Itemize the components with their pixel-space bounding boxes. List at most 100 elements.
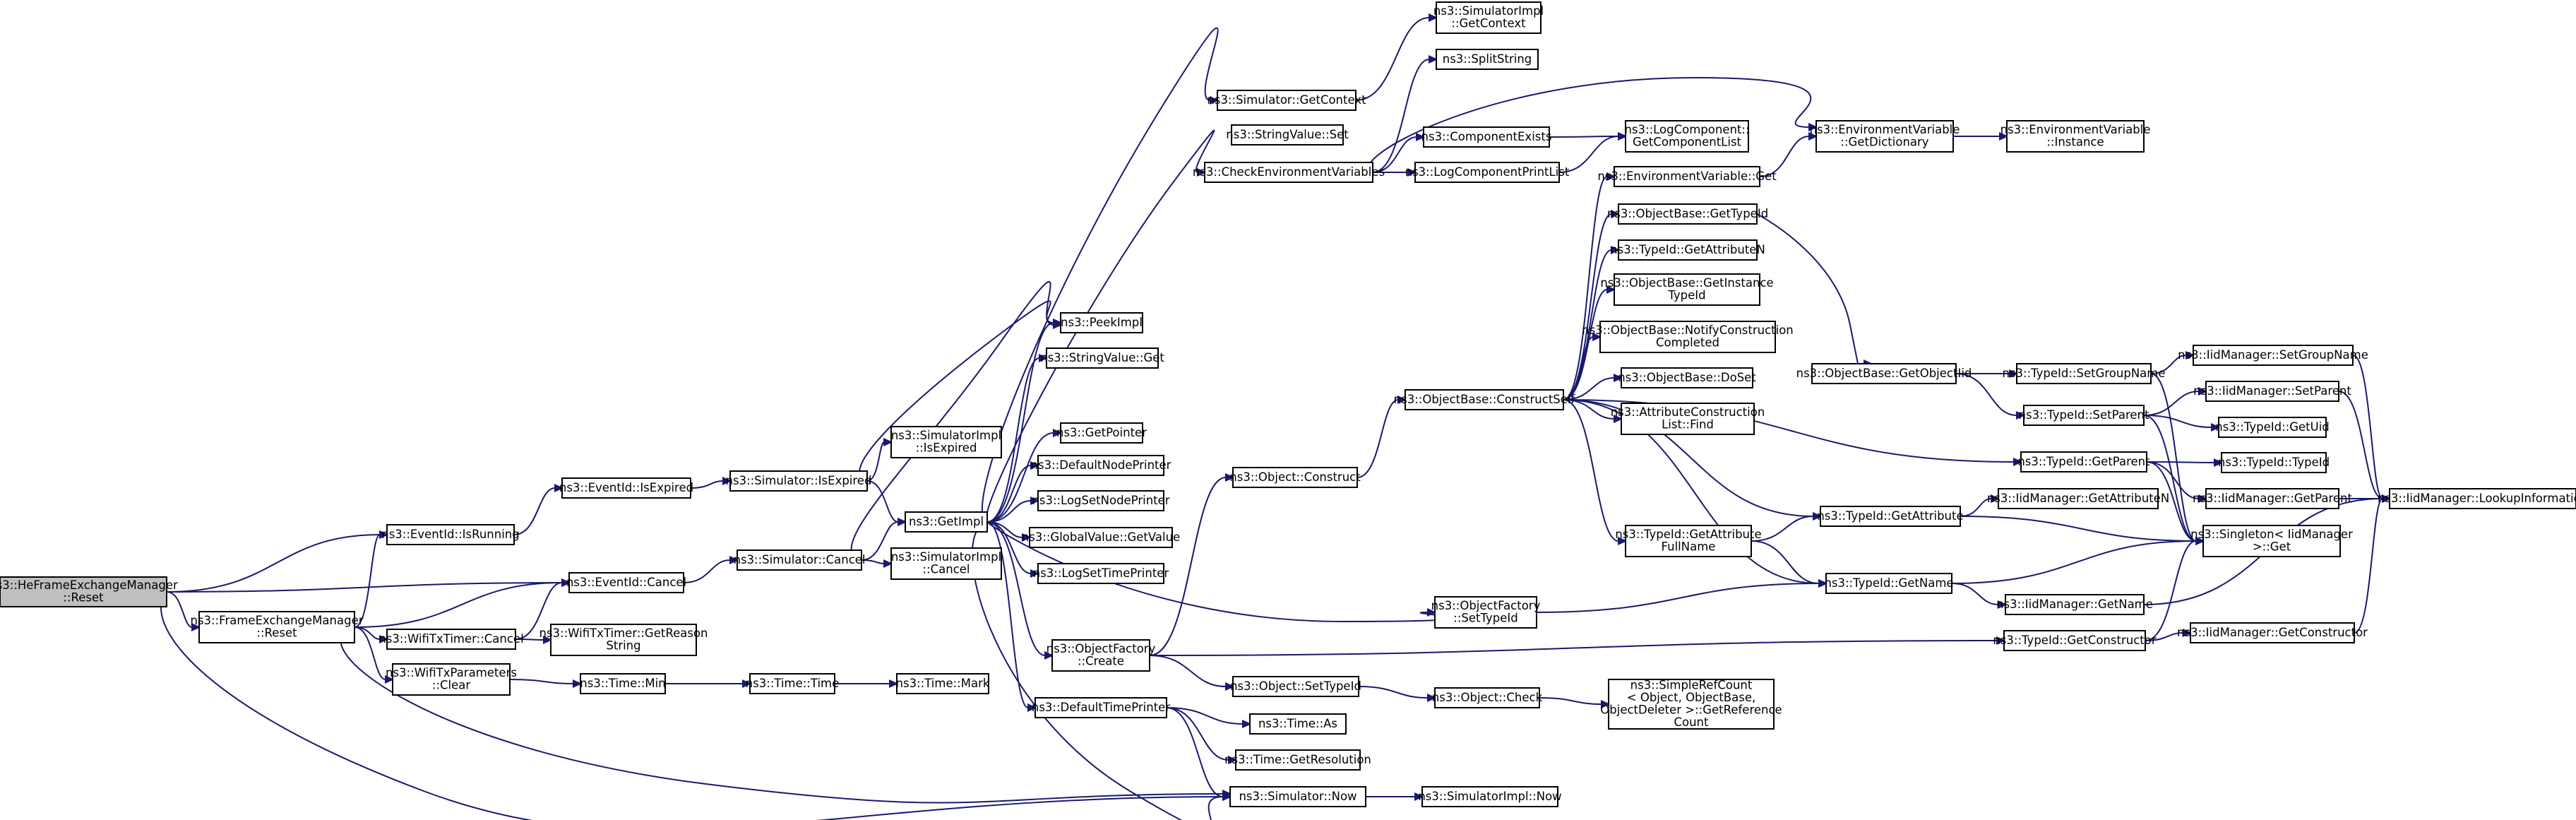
node-logsetnodeprinter[interactable]: ns3::LogSetNodePrinter — [1032, 490, 1170, 511]
node-objectfactory-create[interactable]: ns3::ObjectFactory::Create — [1046, 639, 1156, 672]
node-iidmanager-lookupinformation[interactable]: ns3::IidManager::LookupInformation — [2378, 488, 2576, 509]
node-box — [1037, 455, 1164, 476]
node-iidmanager-getconstructor[interactable]: ns3::IidManager::GetConstructor — [2177, 622, 2368, 643]
node-logcomponent-getlist[interactable]: ns3::LogComponent::GetComponentList — [1624, 120, 1750, 153]
node-wifitxparams-clear[interactable]: ns3::WifiTxParameters::Clear — [386, 663, 517, 696]
edge-line — [986, 432, 1054, 523]
node-ev-cancel[interactable]: ns3::EventId::Cancel — [566, 572, 686, 593]
node-object-settypeid[interactable]: ns3::Object::SetTypeId — [1230, 676, 1361, 697]
node-objectbase-getobjectiid[interactable]: ns3::ObjectBase::GetObjectIid — [1796, 363, 1972, 384]
node-wifitxtimer-cancel[interactable]: ns3::WifiTxTimer::Cancel — [378, 629, 524, 650]
node-typeid-setparent[interactable]: ns3::TypeId::SetParent — [2019, 405, 2149, 426]
node-simimpl-cancel[interactable]: ns3::SimulatorImpl::Cancel — [890, 547, 1002, 580]
node-box — [1599, 321, 1776, 353]
node-typeid-getuid[interactable]: ns3::TypeId::GetUid — [2215, 417, 2330, 438]
node-typeid-setgroupname[interactable]: ns3::TypeId::SetGroupName — [2002, 363, 2166, 384]
node-simimpl-getcontext[interactable]: ns3::SimulatorImpl::GetContext — [1433, 1, 1544, 34]
node-label: ns3::IidManager::GetParent — [2193, 492, 2353, 505]
node-typeid-getname[interactable]: ns3::TypeId::GetName — [1824, 573, 1954, 594]
node-envvar-get[interactable]: ns3::EnvironmentVariable::Get — [1597, 166, 1777, 187]
node-label: ns3::EventId::IsRunning — [381, 528, 519, 541]
edge-line — [866, 480, 899, 523]
node-getpointer[interactable]: ns3::GetPointer — [1056, 422, 1147, 444]
edge-object-check-to-simplerefcount-getrefcount — [1539, 697, 1611, 709]
node-sim-isexpired[interactable]: ns3::Simulator::IsExpired — [726, 470, 872, 492]
node-typeid-typeid[interactable]: ns3::TypeId::TypeId — [2218, 452, 2330, 473]
node-label: ns3::Time::GetResolution — [1224, 753, 1371, 766]
node-defaulttimeprinter[interactable]: ns3::DefaultTimePrinter — [1032, 697, 1170, 718]
node-typeid-getparent[interactable]: ns3::TypeId::GetParent — [2017, 451, 2150, 473]
node-iidmanager-getname[interactable]: ns3::IidManager::GetName — [1996, 594, 2153, 615]
edge-line — [1563, 336, 1594, 400]
node-typeid-getattribute[interactable]: ns3::TypeId::GetAttribute — [1817, 506, 1964, 527]
edge-arrowhead — [1039, 353, 1049, 363]
edge-arrowhead — [1606, 172, 1616, 182]
edge-line — [1563, 399, 1820, 584]
edge-arrowhead — [1044, 650, 1054, 660]
node-iidmanager-setparent[interactable]: ns3::IidManager::SetParent — [2193, 381, 2351, 402]
edge-time-time-to-time-mark — [834, 679, 899, 689]
node-time-getresolution[interactable]: ns3::Time::GetResolution — [1224, 749, 1371, 771]
node-fem-reset[interactable]: ns3::FrameExchangeManager::Reset — [190, 611, 364, 643]
node-label: ns3::ObjectBase::ConstructSelf — [1394, 393, 1576, 406]
edge-line — [981, 27, 1219, 523]
node-typeid-getattributen[interactable]: ns3::TypeId::GetAttributeN — [1610, 239, 1765, 261]
node-time-min[interactable]: ns3::Time::Min — [580, 673, 666, 694]
node-time-mark[interactable]: ns3::Time::Mark — [896, 673, 990, 694]
node-objectbase-doset[interactable]: ns3::ObjectBase::DoSet — [1618, 367, 1756, 388]
node-logsettimeprinter[interactable]: ns3::LogSetTimePrinter — [1033, 563, 1169, 584]
node-object-construct[interactable]: ns3::Object::Construct — [1229, 467, 1361, 488]
node-defaultnodeprinter[interactable]: ns3::DefaultNodePrinter — [1031, 455, 1171, 476]
node-stringvalue-set[interactable]: ns3::StringValue::Set — [1226, 124, 1349, 145]
node-envvar-instance[interactable]: ns3::EnvironmentVariable::Instance — [2000, 120, 2151, 153]
node-peekimpl[interactable]: ns3::PeekImpl — [1060, 312, 1143, 333]
node-singleton-get[interactable]: ns3::Singleton< IidManager>::Get — [2190, 525, 2353, 557]
edge-arrowhead — [1618, 536, 1628, 546]
node-sim-now[interactable]: ns3::Simulator::Now — [1229, 786, 1366, 807]
node-label: ns3::GetPointer — [1056, 426, 1147, 439]
node-checkenvvars[interactable]: ns3::CheckEnvironmentVariables — [1193, 162, 1385, 183]
node-label: ns3::AttributeConstruction — [1611, 405, 1765, 419]
node-object-check[interactable]: ns3::Object::Check — [1432, 687, 1543, 708]
edge-arrowhead — [1397, 395, 1407, 405]
node-time-as[interactable]: ns3::Time::As — [1249, 713, 1347, 735]
node-splitstring[interactable]: ns3::SplitString — [1436, 49, 1539, 70]
node-stringvalue-get[interactable]: ns3::StringValue::Get — [1040, 347, 1164, 369]
node-simimpl-now[interactable]: ns3::SimulatorImpl::Now — [1418, 786, 1562, 807]
node-root[interactable]: ns3::HeFrameExchangeManager::Reset — [0, 576, 178, 607]
node-getimpl[interactable]: ns3::GetImpl — [905, 511, 988, 533]
node-simimpl-isexpired[interactable]: ns3::SimulatorImpl::IsExpired — [890, 426, 1002, 458]
node-iidmanager-getattributen[interactable]: ns3::IidManager::GetAttributeN — [1987, 488, 2169, 509]
edge-arrowhead — [385, 675, 395, 684]
edge-arrowhead — [2214, 458, 2224, 468]
node-box — [1423, 126, 1550, 148]
node-objectbase-gettypeid[interactable]: ns3::ObjectBase::GetTypeId — [1607, 203, 1768, 225]
node-componentexists[interactable]: ns3::ComponentExists — [1421, 126, 1552, 148]
node-ev-isexpired[interactable]: ns3::EventId::IsExpired — [559, 477, 693, 499]
edge-arrowhead — [1614, 373, 1623, 383]
node-label: GetComponentList — [1633, 136, 1742, 149]
node-ev-isrunning[interactable]: ns3::EventId::IsRunning — [381, 524, 520, 545]
node-box — [2020, 451, 2147, 473]
node-typeid-getconstructor[interactable]: ns3::TypeId::GetConstructor — [1993, 630, 2157, 651]
edge-line — [1372, 136, 1417, 173]
node-globalvalue-getvalue[interactable]: ns3::GlobalValue::GetValue — [1022, 527, 1180, 548]
node-sim-cancel[interactable]: ns3::Simulator::Cancel — [733, 549, 866, 571]
node-simplerefcount-getrefcount[interactable]: ns3::SimpleRefCount< Object, ObjectBase,… — [1600, 679, 1782, 730]
node-envvar-getdictionary[interactable]: ns3::EnvironmentVariable::GetDictionary — [1810, 120, 1960, 153]
node-objectfactory-settypeid[interactable]: ns3::ObjectFactory::SetTypeId — [1431, 596, 1541, 629]
node-iidmanager-setgroupname[interactable]: ns3::IidManager::SetGroupName — [2178, 345, 2368, 366]
node-objectbase-constructself[interactable]: ns3::ObjectBase::ConstructSelf — [1394, 389, 1576, 410]
node-sim-getcontext[interactable]: ns3::Simulator::GetContext — [1207, 90, 1366, 111]
node-label: ns3::IidManager::SetParent — [2193, 384, 2351, 398]
node-objectbase-notifyconstruction[interactable]: ns3::ObjectBase::NotifyConstructionCompl… — [1582, 321, 1794, 353]
node-label: ns3::CheckEnvironmentVariables — [1193, 165, 1385, 179]
node-iidmanager-getparent[interactable]: ns3::IidManager::GetParent — [2193, 488, 2353, 509]
node-logcomponentprintlist[interactable]: ns3::LogComponentPrintList — [1405, 162, 1570, 183]
edge-arrowhead — [1991, 494, 2000, 504]
node-time-time[interactable]: ns3::Time::Time — [746, 673, 840, 694]
